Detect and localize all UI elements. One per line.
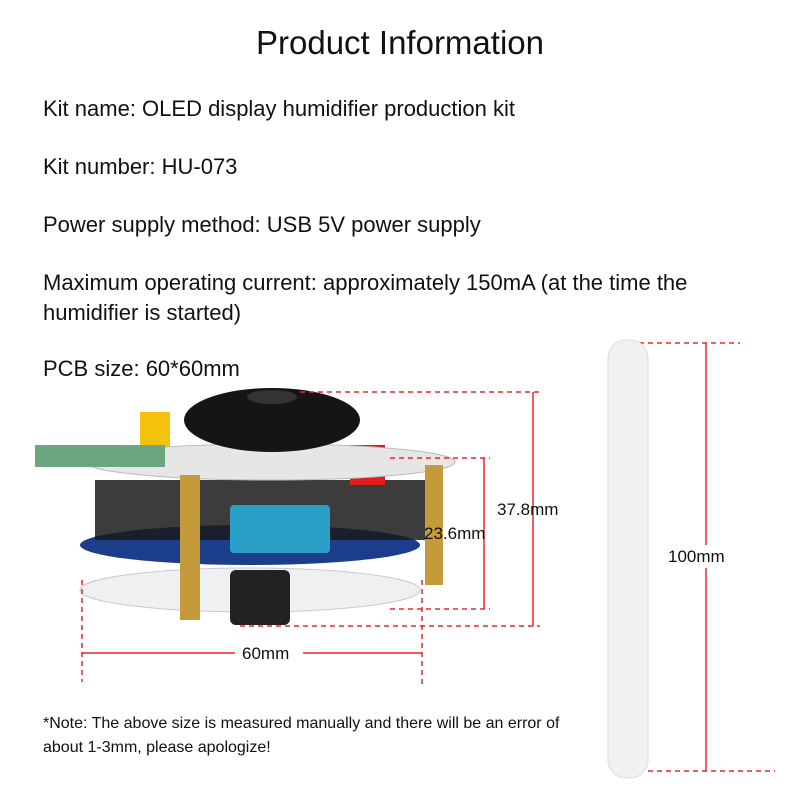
- kit-name: Kit name: OLED display humidifier produc…: [43, 96, 515, 121]
- dimension-rod-length: 100mm: [668, 547, 725, 566]
- atomizer-base: [230, 570, 290, 625]
- dimension-lines: [81, 342, 775, 772]
- max-current: Maximum operating current: approximately…: [43, 270, 688, 325]
- page-title: Product Information: [256, 24, 544, 61]
- cotton-rod: [607, 339, 649, 779]
- kit-number: Kit number: HU-073: [43, 154, 238, 179]
- oled-display: [35, 445, 165, 467]
- power-supply: Power supply method: USB 5V power supply: [43, 212, 481, 237]
- humidity-sensor: [230, 505, 330, 553]
- pcb-size: PCB size: 60*60mm: [43, 356, 240, 381]
- dimension-height-body: 23.6mm: [424, 524, 486, 543]
- dimension-width: 60mm: [242, 644, 290, 663]
- measurement-note: *Note: The above size is measured manual…: [43, 715, 560, 756]
- dimension-height-total: 37.8mm: [497, 500, 559, 519]
- standoff: [425, 465, 443, 585]
- yellow-button: [140, 412, 170, 447]
- standoff: [180, 475, 200, 620]
- atomizer-ring: [184, 388, 360, 452]
